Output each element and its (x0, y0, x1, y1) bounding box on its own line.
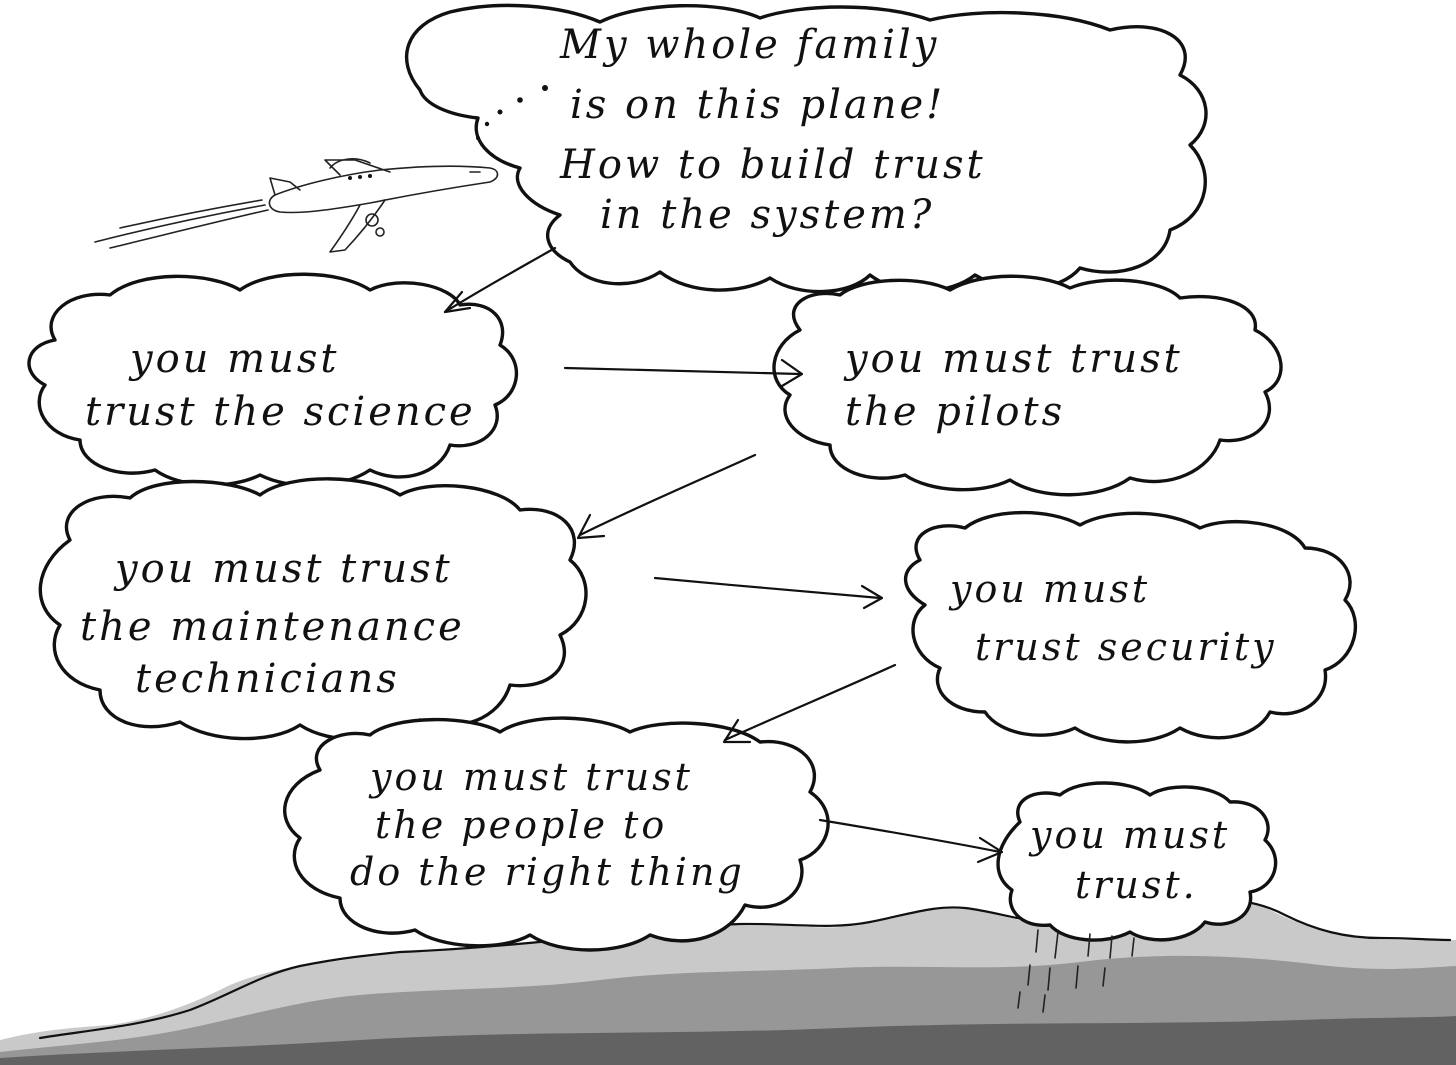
cloud-pilots-line-1: you must trust (843, 336, 1183, 382)
arrow-science-to-pilots (563, 358, 804, 388)
thought-cloud-final: you must trust. (996, 781, 1278, 942)
thought-cloud-science: you must trust the science (27, 272, 518, 488)
arrow-people-to-final (818, 818, 1004, 864)
cloud-science-line-1: you must (128, 336, 339, 382)
thought-trail-dots (476, 85, 548, 140)
arrow-pilots-to-maintenance (576, 453, 757, 540)
cloud-maintenance-line-3: technicians (135, 656, 400, 702)
scribbled-hills (0, 898, 1456, 1065)
thought-cloud-security: you must trust security (903, 510, 1358, 744)
cloud-plane-line-4: in the system? (600, 192, 934, 238)
arrow-maintenance-to-security (653, 576, 884, 610)
thought-cloud-people: you must trust the people to do the righ… (283, 716, 830, 952)
thought-cloud-maintenance: you must trust the maintenance technicia… (38, 477, 588, 742)
cloud-plane-line-1: My whole family (559, 22, 939, 68)
cloud-maintenance-line-1: you must trust (113, 546, 453, 592)
cloud-maintenance-line-2: the maintenance (80, 604, 465, 650)
cloud-people-line-1: you must trust (368, 755, 693, 799)
cloud-plane-line-2: is on this plane! (570, 82, 945, 128)
cloud-pilots-line-2: the pilots (845, 389, 1065, 435)
arrow-plane-to-science (443, 246, 557, 314)
cloud-security-line-1: you must (948, 567, 1150, 611)
cloud-final-line-2: trust. (1075, 863, 1198, 907)
cloud-people-line-3: do the right thing (350, 850, 745, 894)
thought-cloud-pilots: you must trust the pilots (772, 274, 1283, 497)
airplane-icon (94, 158, 499, 253)
cloud-people-line-2: the people to (375, 803, 667, 847)
cloud-science-line-2: trust the science (85, 389, 476, 435)
arrow-security-to-people (722, 663, 897, 744)
cloud-final-line-1: you must (1028, 813, 1230, 857)
flow-arrows (443, 246, 1004, 864)
cloud-plane-line-3: How to build trust (559, 142, 986, 188)
rain-streaks (1017, 929, 1135, 1013)
cloud-security-line-2: trust security (975, 625, 1277, 669)
thought-cloud-plane: My whole family is on this plane! How to… (404, 3, 1208, 294)
